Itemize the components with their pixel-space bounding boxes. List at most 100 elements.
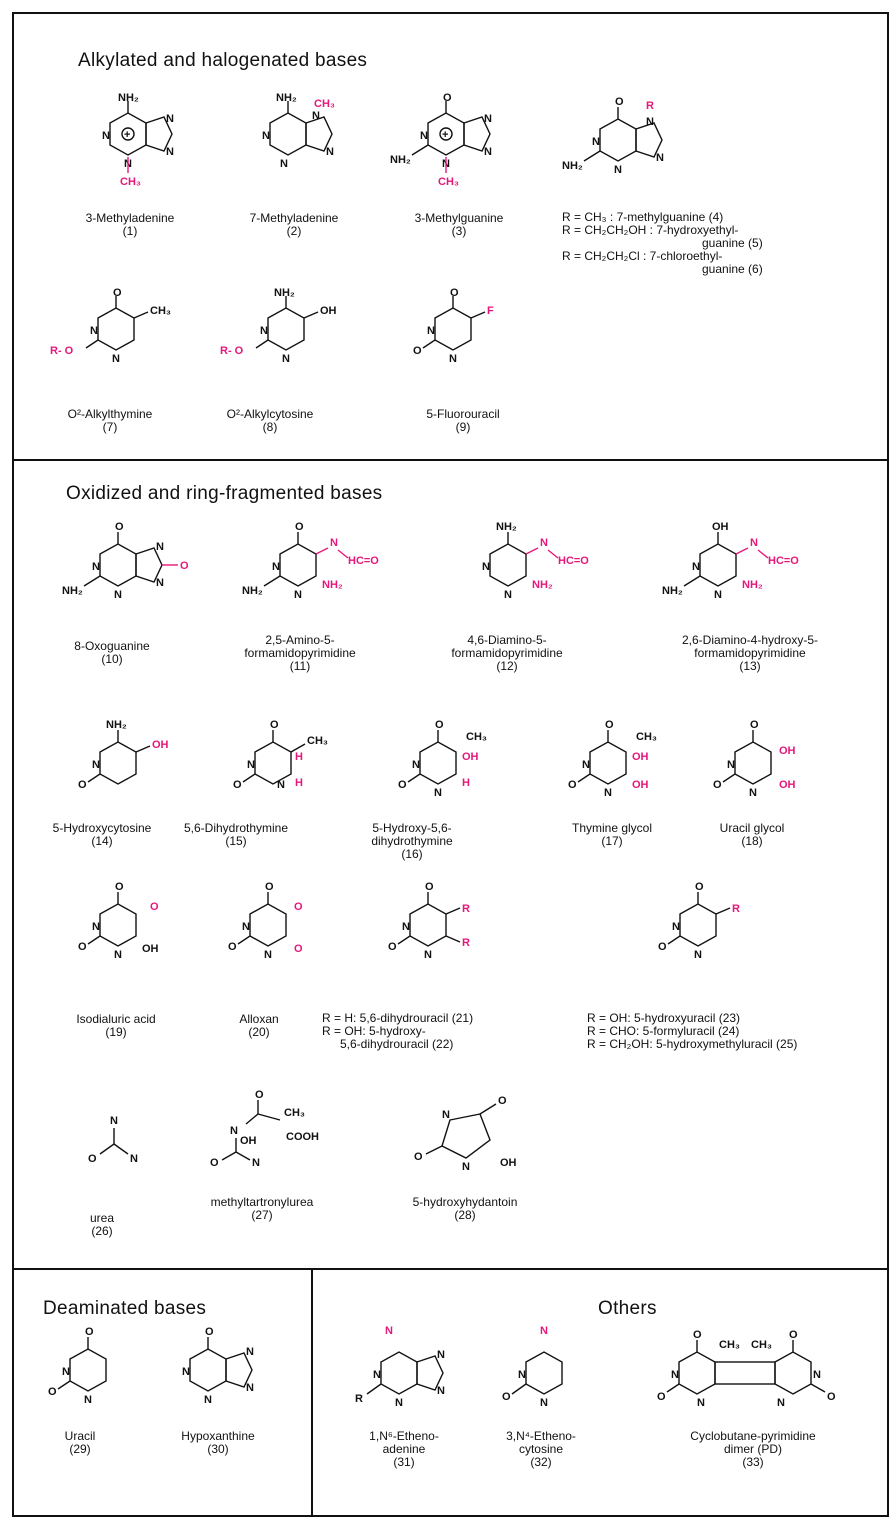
atom-label: O <box>568 779 577 791</box>
atom-label: N <box>434 787 442 799</box>
atom-label: OH <box>712 521 729 533</box>
caption-3-methylguanine: 3-Methylguanine(3) <box>415 212 504 238</box>
r-group-line: R = OH: 5-hydroxy- <box>322 1024 426 1038</box>
atom-label: N <box>482 561 490 573</box>
atom-label: O <box>150 901 159 913</box>
atom-label: N <box>750 537 758 549</box>
atom-label: O <box>443 92 452 104</box>
atom-label: N <box>166 146 174 158</box>
bond <box>547 549 559 559</box>
atom-label: O <box>270 719 279 731</box>
caption-2-6-diamino-4-hydroxy-5-formamidopyrimidine: 2,6-Diamino-4-hydroxy-5- formamidopyrimi… <box>682 634 818 673</box>
bond <box>113 1143 129 1155</box>
bond <box>87 773 101 783</box>
caption-o2-alkylthymine: O²-Alkylthymine(7) <box>68 408 153 434</box>
atom-label: N <box>462 1161 470 1173</box>
bond <box>83 575 101 587</box>
bond <box>279 543 317 587</box>
atom-label: N <box>692 561 700 573</box>
atom-label: N <box>777 1397 785 1409</box>
bond <box>667 935 681 945</box>
atom-label: N <box>540 1325 548 1337</box>
structure-uracil-glycol: O OH OH N N O <box>713 719 796 799</box>
bond <box>589 741 627 785</box>
structure-7-methyladenine: NH₂ N N N N CH₃ <box>262 92 335 170</box>
r-group-line: guanine (5) <box>702 236 763 250</box>
r-group-line: 5,6-dihydrouracil (22) <box>340 1037 454 1051</box>
atom-label: O <box>695 881 704 893</box>
caption-5-fluorouracil: 5-Fluorouracil(9) <box>426 408 499 434</box>
compound-name: 2,5-Amino-5- formamidopyrimidine <box>244 633 356 660</box>
compound-name: Cyclobutane-pyrimidine dimer (PD) <box>690 1429 816 1456</box>
atom-label: N <box>427 325 435 337</box>
compound-name: 5-Hydroxy-5,6- dihydrothymine <box>371 821 453 848</box>
atom-label: N <box>90 325 98 337</box>
bond <box>734 741 772 785</box>
bond <box>235 1151 251 1161</box>
atom-label: N <box>694 949 702 961</box>
structure-8-oxoguanine: O NH₂ N N N N O <box>62 521 189 601</box>
r-group-list-guanine7: R = CH₃ : 7-methylguanine (4) R = CH₂CH₂… <box>562 211 763 276</box>
atom-label: N <box>252 1157 260 1169</box>
divider-1 <box>12 459 889 461</box>
atom-label: NH₂ <box>274 287 295 299</box>
atom-label: N <box>260 325 268 337</box>
atom-label: N <box>102 130 110 142</box>
caption-5-hydroxycytosine: 5-Hydroxycytosine(14) <box>53 822 152 848</box>
structure-5-hydroxy-5-6-dihydrothymine: O CH₃ OH H N N O <box>398 719 487 799</box>
bond <box>511 1383 527 1395</box>
bond <box>303 311 319 319</box>
atom-label: N <box>671 1369 679 1381</box>
bond <box>409 903 447 947</box>
atom-label: O <box>228 941 237 953</box>
atom-label: N <box>672 921 680 933</box>
atom-label: N <box>330 537 338 549</box>
atom-label: O <box>435 719 444 731</box>
structure-5-fluorouracil: O F N N O <box>413 287 494 365</box>
atom-label: O <box>294 943 303 955</box>
atom-label: N <box>92 921 100 933</box>
r-group-line: R = CH₂CH₂Cl : 7-chloroethyl- <box>562 249 723 263</box>
atom-label: N <box>614 164 622 176</box>
atom-label: N <box>449 353 457 365</box>
atom-label: NH₂ <box>532 579 553 591</box>
bond <box>267 307 305 351</box>
structure-cyclobutane-pyrimidine-dimer: O O CH₃ CH₃ N N N N O O <box>657 1329 836 1409</box>
structure-5-hydroxycytosine: NH₂ OH N O <box>78 719 169 791</box>
structure-thymine-glycol: O CH₃ OH OH N N O <box>568 719 657 799</box>
atom-label: N <box>656 152 664 164</box>
bond <box>407 773 421 783</box>
atom-label: CH₃ <box>438 176 459 188</box>
bond <box>599 118 637 162</box>
compound-name: O²-Alkylthymine <box>67 407 153 421</box>
bond <box>255 339 269 349</box>
atom-label: COOH <box>286 1131 319 1143</box>
compound-number: (10) <box>101 652 123 666</box>
bond <box>87 935 101 945</box>
atom-label: N <box>395 1397 403 1409</box>
caption-isodialuric-acid: Isodialuric acid(19) <box>76 1013 155 1039</box>
atom-label: O <box>657 1391 666 1403</box>
atom-label: H <box>295 751 303 763</box>
atom-label: O <box>48 1386 57 1398</box>
atom-label: O <box>615 96 624 108</box>
atom-label: + <box>124 129 130 141</box>
structure-5-substituted-uracil: O R N N O <box>658 881 740 961</box>
atom-label: N <box>280 158 288 170</box>
atom-label: R <box>646 100 654 112</box>
bond <box>434 307 472 351</box>
atom-label: O <box>750 719 759 731</box>
divider-2 <box>12 1268 889 1270</box>
bond <box>635 122 663 158</box>
divider-3 <box>311 1268 313 1517</box>
atom-label: OH <box>152 739 169 751</box>
atom-label: N <box>437 1349 445 1361</box>
atom-label: N <box>749 787 757 799</box>
structure-methyltartronylurea: O CH₃ COOH N OH O N <box>210 1089 319 1169</box>
atom-label: N <box>484 113 492 125</box>
structure-7-alkylguanine: O NH₂ N N N N R <box>562 96 664 176</box>
atom-label: N <box>504 589 512 601</box>
atom-label: N <box>420 130 428 142</box>
compound-name: 1,N⁶-Etheno- adenine <box>369 1429 439 1456</box>
bond <box>99 543 137 587</box>
